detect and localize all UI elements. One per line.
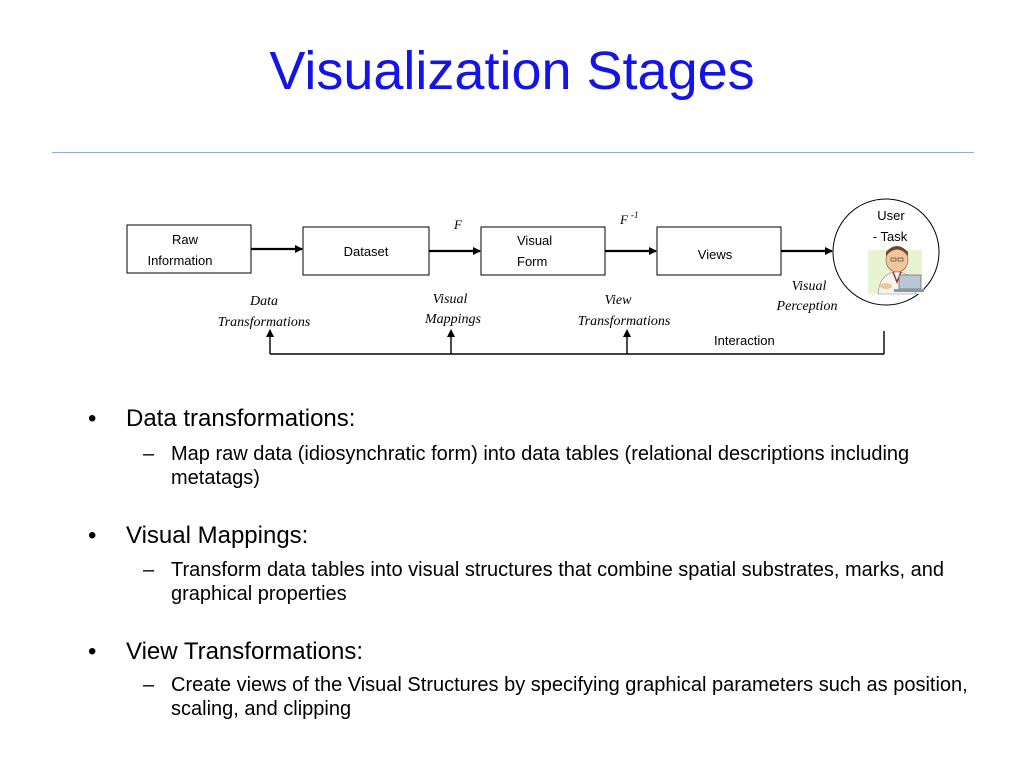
- slide-title: Visualization Stages: [269, 41, 755, 101]
- dataset-label: Dataset: [344, 244, 389, 259]
- raw-information-box: Raw Information: [126, 224, 252, 274]
- view-transformations-label-2: Transformations: [578, 314, 671, 329]
- visual-mappings-label-1: Visual: [433, 292, 468, 307]
- raw-information-label-2: Information: [147, 253, 212, 268]
- bullet-heading: Data transformations:: [126, 405, 356, 432]
- sub-bullet-text: Transform data tables into visual struct…: [171, 559, 944, 605]
- visualization-pipeline-diagram: Raw Information Dataset Visual Form View…: [126, 198, 940, 355]
- visual-form-label-1: Visual: [517, 233, 552, 248]
- visual-mappings-label-2: Mappings: [424, 312, 482, 327]
- person-at-laptop-icon: [868, 246, 924, 295]
- sub-bullet-text: Create views of the Visual Structures by…: [171, 674, 968, 720]
- data-transformations-label-1: Data: [249, 294, 278, 309]
- f-label: F: [453, 217, 463, 232]
- interaction-feedback-loop: Interaction: [266, 329, 885, 355]
- visual-perception-label-2: Perception: [776, 299, 838, 314]
- data-transformations-label-2: Transformations: [218, 315, 311, 330]
- view-transformations-label-1: View: [605, 293, 633, 308]
- interaction-label: Interaction: [714, 333, 775, 348]
- sub-bullet-text: Map raw data (idiosynchratic form) into …: [171, 443, 910, 489]
- title-divider: [52, 152, 974, 153]
- f-inverse-superscript: -1: [631, 210, 639, 220]
- f-inverse-label: F: [619, 212, 629, 227]
- bullet-glyph: •: [88, 522, 97, 549]
- dash-glyph: –: [143, 559, 155, 581]
- bullet-heading: View Transformations:: [126, 638, 363, 665]
- raw-information-label-1: Raw: [172, 232, 199, 247]
- views-label: Views: [698, 247, 733, 262]
- task-label: - Task: [873, 229, 908, 244]
- bullet-glyph: •: [88, 405, 97, 432]
- visual-perception-label-1: Visual: [792, 279, 827, 294]
- dash-glyph: –: [143, 674, 155, 696]
- visual-form-box: Visual Form: [480, 226, 606, 276]
- bullet-heading: Visual Mappings:: [126, 522, 309, 549]
- user-label: User: [877, 208, 905, 223]
- views-box: Views: [656, 226, 782, 276]
- dataset-box: Dataset: [302, 226, 430, 276]
- visual-form-label-2: Form: [517, 254, 547, 269]
- dash-glyph: –: [143, 443, 155, 465]
- bullet-glyph: •: [88, 638, 97, 665]
